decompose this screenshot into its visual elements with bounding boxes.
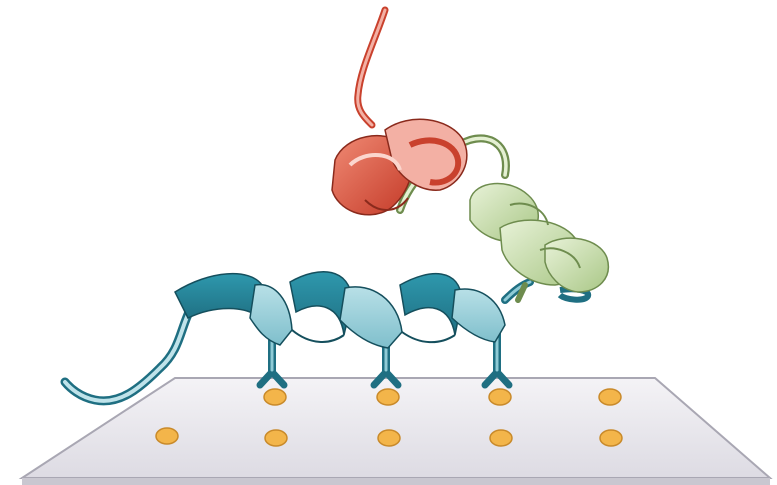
binding-site-dot-icon: [489, 389, 511, 405]
binding-site-dot-icon: [156, 428, 178, 444]
binding-site-dot-icon: [490, 430, 512, 446]
binding-site-dot-icon: [378, 430, 400, 446]
binding-site-dot-icon: [377, 389, 399, 405]
binding-site-dot-icon: [600, 430, 622, 446]
binding-site-dot-icon: [265, 430, 287, 446]
binding-site-dot-icon: [599, 389, 621, 405]
binding-site-dot-icon: [264, 389, 286, 405]
red-helix-ribbon: [332, 10, 467, 215]
